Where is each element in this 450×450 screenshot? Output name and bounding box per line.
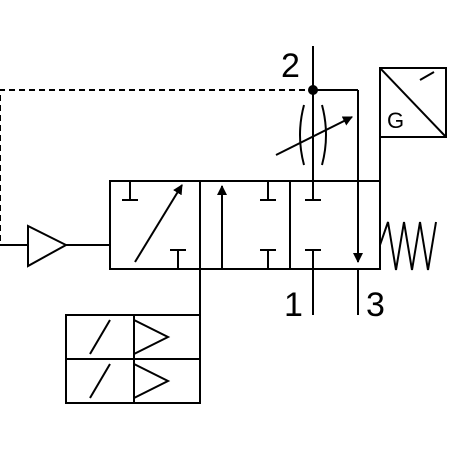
- pilot-feedback-line: [0, 89, 315, 245]
- spring-symbol: [379, 221, 437, 271]
- outlet-port-label: 2: [281, 47, 300, 85]
- outlet-line: [308, 46, 363, 263]
- actuator-block: [65, 269, 201, 404]
- supply-port-label: 1: [284, 286, 303, 324]
- generator-box: G: [379, 67, 447, 181]
- generator-label: G: [387, 108, 404, 133]
- valve-body: [109, 180, 381, 270]
- valve-position-right: [305, 181, 321, 269]
- adjustable-throttle-symbol: [275, 104, 353, 166]
- amplifier-symbol: [0, 224, 110, 268]
- exhaust-port-label: 3: [366, 286, 385, 324]
- valve-position-center: [217, 181, 276, 269]
- valve-position-left: [122, 181, 186, 269]
